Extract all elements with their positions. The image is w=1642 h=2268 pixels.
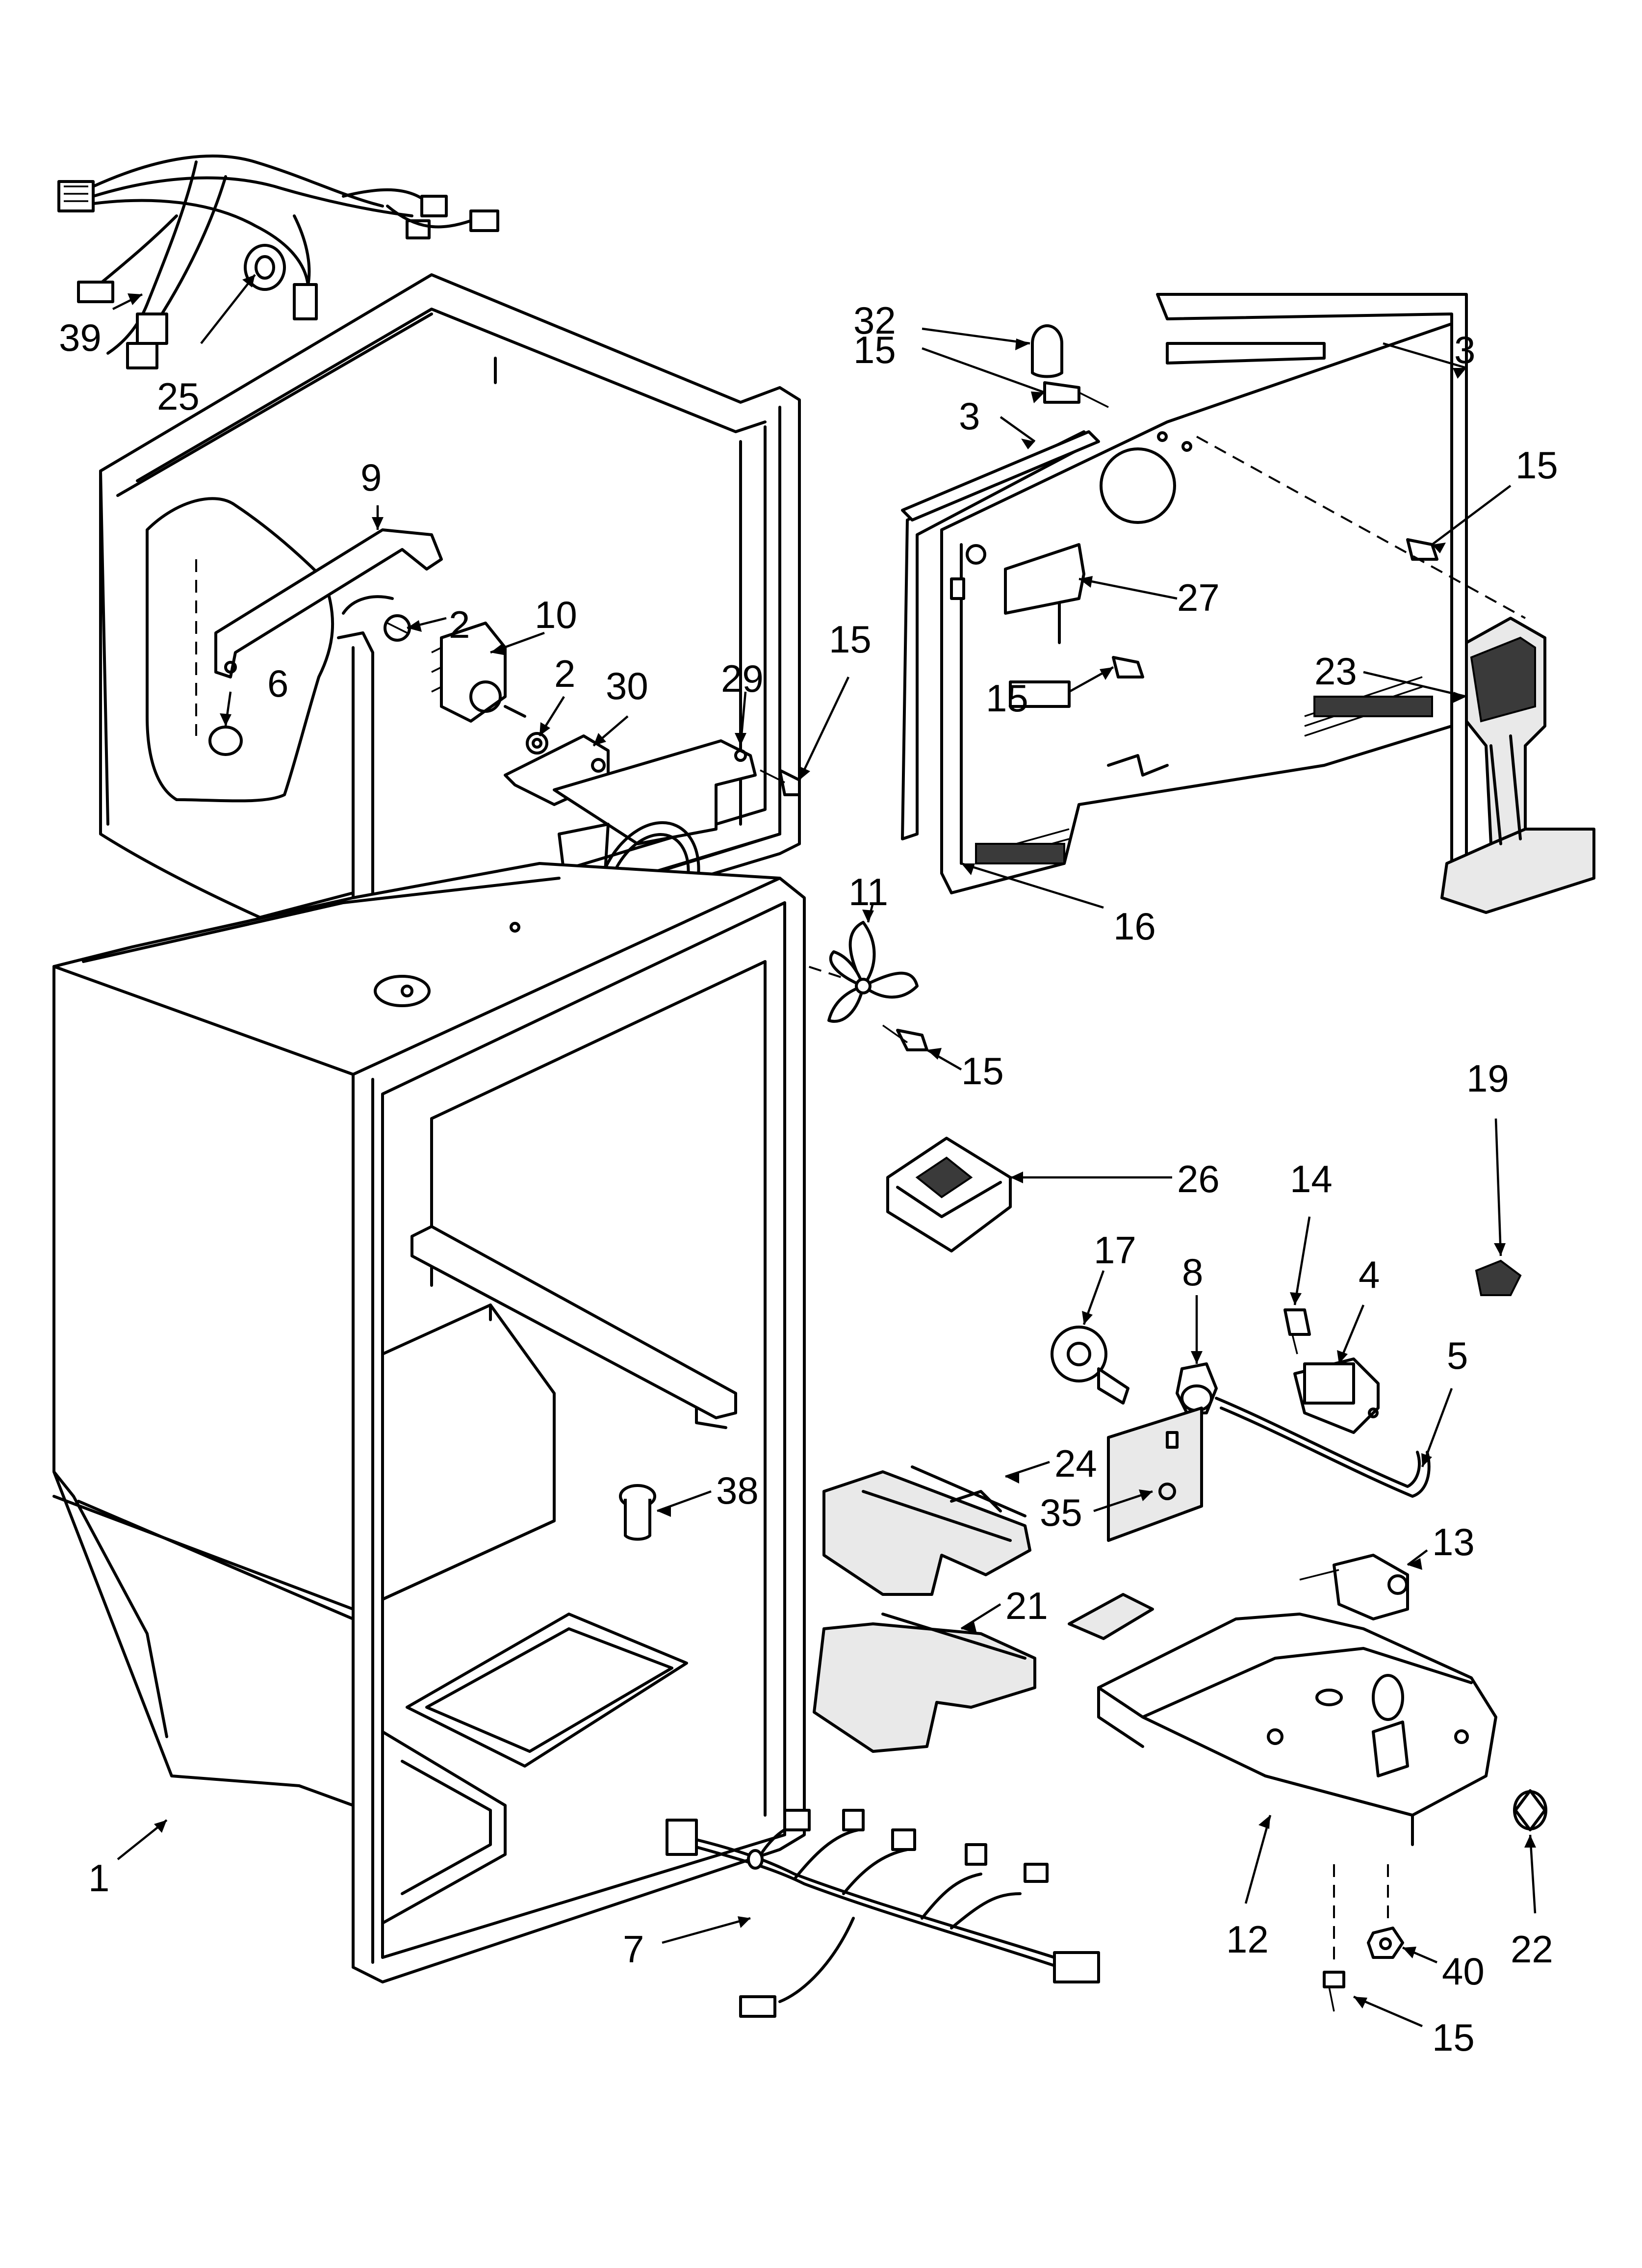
light-bulb-17 xyxy=(1051,1326,1129,1405)
callout-15f: 15 xyxy=(1432,2016,1475,2059)
cold-control-4 xyxy=(1293,1357,1380,1434)
callout-25: 25 xyxy=(157,375,200,418)
callout-5: 5 xyxy=(1447,1334,1468,1377)
air-panel-16 xyxy=(940,322,1453,894)
callout-15d: 15 xyxy=(1515,443,1558,487)
control-housing-24 xyxy=(822,1465,1031,1596)
knob-22 xyxy=(1513,1789,1547,1831)
leader-arrowheads xyxy=(128,275,1536,2008)
screw-15a xyxy=(760,769,801,796)
callout-9: 9 xyxy=(360,456,382,499)
light-housing-26 xyxy=(886,1137,1012,1252)
knob-8 xyxy=(1176,1362,1218,1414)
callout-2a: 2 xyxy=(449,603,470,646)
bracket-9 xyxy=(214,528,443,678)
callout-14: 14 xyxy=(1290,1157,1333,1200)
callout-23: 23 xyxy=(1314,650,1357,693)
callout-8: 8 xyxy=(1182,1251,1203,1294)
screw-15e xyxy=(1112,656,1144,678)
control-cover-21 xyxy=(813,1613,1036,1753)
grommet-25 xyxy=(244,244,286,291)
fan-blade-11 xyxy=(671,921,919,1023)
callout-10: 10 xyxy=(535,593,577,636)
callout-3b: 3 xyxy=(1454,328,1475,371)
callout-3a: 3 xyxy=(959,394,980,438)
callout-32: 32 xyxy=(853,299,896,342)
callout-26: 26 xyxy=(1177,1157,1220,1200)
thermostat-13 xyxy=(1299,1554,1409,1620)
screw-14 xyxy=(1283,1308,1311,1355)
screw-2b xyxy=(526,732,548,755)
gasket-3b xyxy=(901,430,1100,521)
cover-19 xyxy=(1475,1259,1522,1296)
callout-21: 21 xyxy=(1005,1584,1048,1627)
callout-29: 29 xyxy=(721,657,764,700)
mounting-plate-35 xyxy=(1107,1407,1203,1542)
air-duct-23 xyxy=(1440,617,1595,914)
callout-13: 13 xyxy=(1432,1520,1475,1564)
screw-15c xyxy=(1043,381,1109,408)
screw-2a xyxy=(384,614,411,642)
callout-15c: 15 xyxy=(853,328,896,371)
callout-15b: 15 xyxy=(961,1049,1004,1093)
callout-12: 12 xyxy=(1226,1918,1269,1961)
callout-2b: 2 xyxy=(554,652,575,695)
capillary-tube-5 xyxy=(1215,1397,1431,1498)
wire-harness-39 xyxy=(57,155,499,369)
callout-15a: 15 xyxy=(829,618,872,661)
control-housing-12 xyxy=(1097,1613,1497,1846)
defrost-timer-10 xyxy=(431,622,526,723)
callout-24: 24 xyxy=(1054,1442,1097,1485)
nut-40 xyxy=(1367,1864,1404,1959)
callout-40: 40 xyxy=(1442,1950,1485,1993)
screw-15d xyxy=(1196,436,1526,619)
bracket-27 xyxy=(1004,543,1085,644)
callout-17: 17 xyxy=(1094,1228,1136,1272)
insulation-pad xyxy=(1068,1593,1154,1640)
cap-32 xyxy=(1031,324,1063,378)
cabinet-1 xyxy=(52,862,806,1983)
callout-labels: 39 25 9 2 10 6 2 30 29 15 11 15 32 15 3 … xyxy=(59,299,1558,2059)
callout-11: 11 xyxy=(848,870,888,913)
callout-38: 38 xyxy=(716,1469,759,1512)
screw-15f xyxy=(1323,1864,1345,2012)
plug-6 xyxy=(195,559,243,756)
callout-19: 19 xyxy=(1466,1057,1509,1100)
callout-15e: 15 xyxy=(986,677,1028,720)
callout-27: 27 xyxy=(1177,576,1220,619)
callout-1: 1 xyxy=(88,1856,109,1900)
callout-6: 6 xyxy=(267,662,288,705)
gasket-3a xyxy=(901,293,1468,880)
plug-38 xyxy=(619,1484,656,1541)
callout-16: 16 xyxy=(1113,905,1156,948)
callout-30: 30 xyxy=(606,664,648,707)
screw-15b xyxy=(882,1024,928,1051)
callout-39: 39 xyxy=(59,316,102,359)
callout-35: 35 xyxy=(1040,1491,1082,1534)
wire-harness-7 xyxy=(666,1809,1100,2018)
callout-7: 7 xyxy=(623,1928,644,1971)
callout-4: 4 xyxy=(1359,1253,1380,1296)
callout-22: 22 xyxy=(1511,1928,1553,1971)
